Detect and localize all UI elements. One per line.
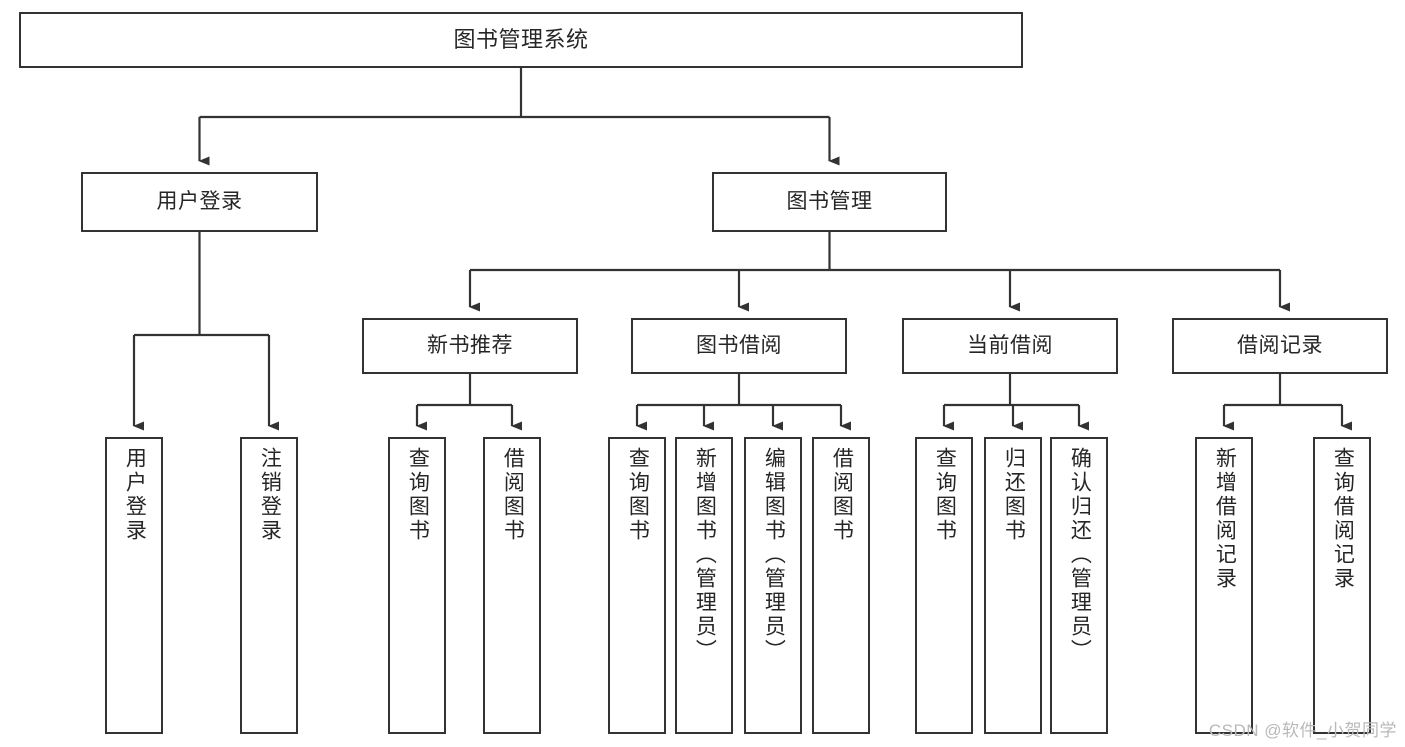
node-book-borrow[interactable]: 图书借阅 xyxy=(631,318,847,374)
node-leaf-confirm-return-label: 确认归还（管理员） xyxy=(1068,447,1092,663)
node-leaf-borrow-book-rec-label: 借阅图书 xyxy=(501,447,525,543)
node-leaf-logout-label: 注销登录 xyxy=(258,447,282,543)
node-root[interactable]: 图书管理系统 xyxy=(19,12,1023,68)
node-borrow-record[interactable]: 借阅记录 xyxy=(1172,318,1388,374)
node-new-book-recommend[interactable]: 新书推荐 xyxy=(362,318,578,374)
node-leaf-add-record-label: 新增借阅记录 xyxy=(1213,447,1237,591)
node-leaf-user-login[interactable]: 用户登录 xyxy=(105,437,163,734)
node-leaf-query-book-cur[interactable]: 查询图书 xyxy=(915,437,973,734)
node-leaf-borrow-book-rec[interactable]: 借阅图书 xyxy=(483,437,541,734)
node-leaf-query-book-rec-label: 查询图书 xyxy=(406,447,430,543)
node-leaf-query-book-cur-label: 查询图书 xyxy=(933,447,957,543)
node-leaf-query-record-label: 查询借阅记录 xyxy=(1331,447,1355,591)
node-leaf-add-book[interactable]: 新增图书（管理员） xyxy=(675,437,733,734)
node-leaf-add-record[interactable]: 新增借阅记录 xyxy=(1195,437,1253,734)
node-leaf-query-record[interactable]: 查询借阅记录 xyxy=(1313,437,1371,734)
node-root-label: 图书管理系统 xyxy=(453,26,589,52)
node-leaf-logout[interactable]: 注销登录 xyxy=(240,437,298,734)
node-leaf-return-book-label: 归还图书 xyxy=(1002,447,1026,543)
node-leaf-borrow-book-label: 借阅图书 xyxy=(830,447,854,543)
node-leaf-edit-book[interactable]: 编辑图书（管理员） xyxy=(744,437,802,734)
csdn-watermark: CSDN @软件_小贺同学 xyxy=(1208,721,1397,740)
node-book-manage-label: 图书管理 xyxy=(786,190,873,214)
node-leaf-borrow-book[interactable]: 借阅图书 xyxy=(812,437,870,734)
node-book-manage[interactable]: 图书管理 xyxy=(712,172,947,232)
node-book-borrow-label: 图书借阅 xyxy=(696,334,782,358)
node-current-borrow[interactable]: 当前借阅 xyxy=(902,318,1118,374)
node-leaf-confirm-return[interactable]: 确认归还（管理员） xyxy=(1050,437,1108,734)
node-current-borrow-label: 当前借阅 xyxy=(967,334,1053,358)
node-borrow-record-label: 借阅记录 xyxy=(1237,334,1323,358)
node-leaf-add-book-label: 新增图书（管理员） xyxy=(693,447,717,663)
node-leaf-return-book[interactable]: 归还图书 xyxy=(984,437,1042,734)
node-leaf-query-book-rec[interactable]: 查询图书 xyxy=(388,437,446,734)
node-leaf-user-login-label: 用户登录 xyxy=(123,447,147,543)
node-user-login[interactable]: 用户登录 xyxy=(81,172,318,232)
node-leaf-edit-book-label: 编辑图书（管理员） xyxy=(762,447,786,663)
node-leaf-query-book-label: 查询图书 xyxy=(626,447,650,543)
node-new-book-recommend-label: 新书推荐 xyxy=(427,334,513,358)
node-leaf-query-book[interactable]: 查询图书 xyxy=(608,437,666,734)
node-user-login-label: 用户登录 xyxy=(156,190,243,214)
